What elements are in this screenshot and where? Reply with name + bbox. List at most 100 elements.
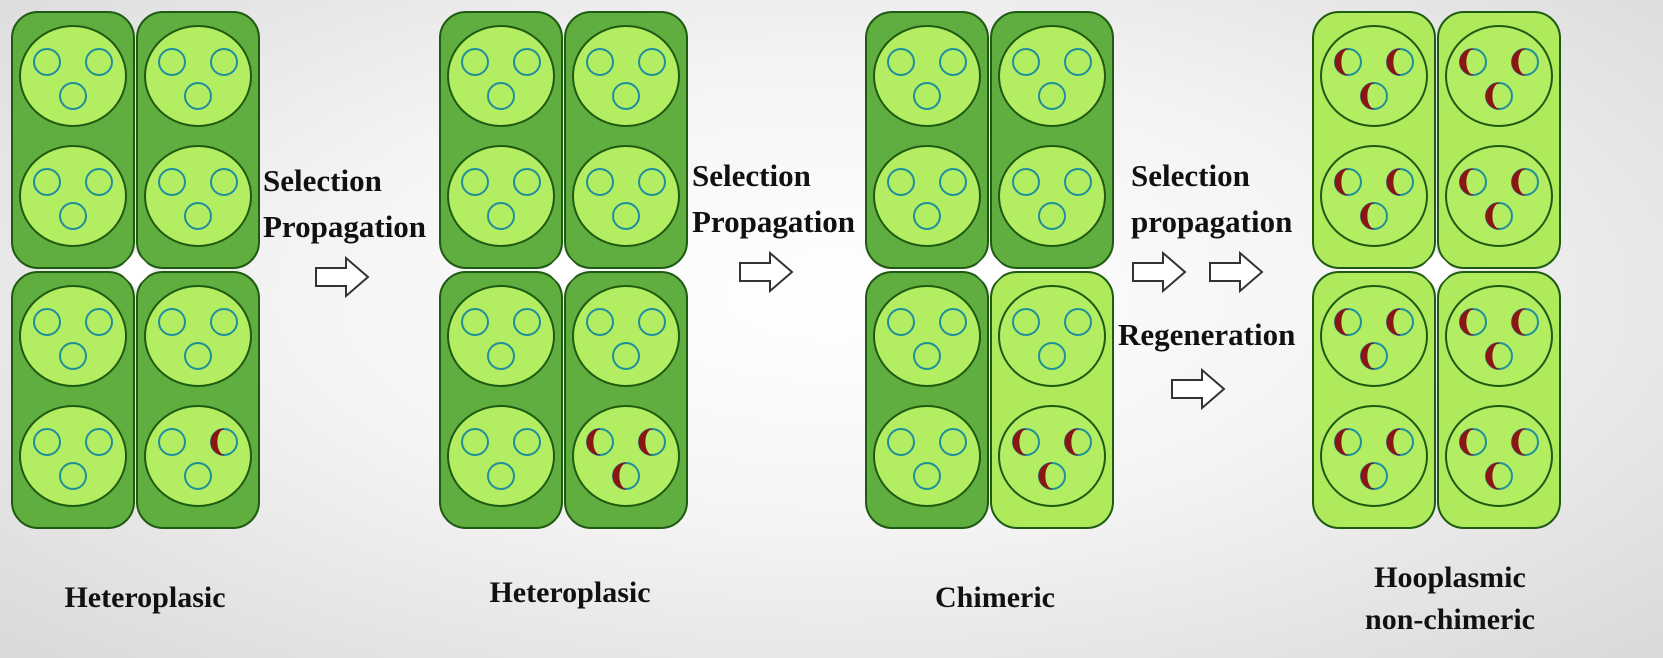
nucleus bbox=[20, 26, 126, 126]
panel-label-homoplasmic-line2: non-chimeric bbox=[1325, 602, 1575, 638]
nucleus-body bbox=[1321, 146, 1427, 246]
nucleus-body bbox=[1446, 146, 1552, 246]
step-1-line-2: Propagation bbox=[263, 204, 426, 250]
nucleus bbox=[573, 26, 679, 126]
nucleus bbox=[999, 286, 1105, 386]
nucleus-body bbox=[573, 406, 679, 506]
nucleus-body bbox=[999, 146, 1105, 246]
panel-label-homoplasmic-line1: Hooplasmic bbox=[1325, 560, 1575, 596]
cell-3-2 bbox=[991, 12, 1113, 268]
nucleus-body bbox=[573, 26, 679, 126]
cell-2-2 bbox=[565, 12, 687, 268]
nucleus-body bbox=[1321, 286, 1427, 386]
nucleus-body bbox=[20, 286, 126, 386]
cell-2-4 bbox=[565, 272, 687, 528]
nucleus-body bbox=[1446, 406, 1552, 506]
nucleus-body bbox=[573, 146, 679, 246]
panel-label-heteroplasic-2: Heteroplasic bbox=[455, 575, 685, 611]
nucleus-body bbox=[999, 406, 1105, 506]
nucleus bbox=[145, 146, 251, 246]
nucleus-body bbox=[145, 286, 251, 386]
cell-3-3 bbox=[866, 272, 988, 528]
nucleus bbox=[20, 146, 126, 246]
nucleus-body bbox=[1321, 26, 1427, 126]
nucleus-body bbox=[573, 286, 679, 386]
panel-label-heteroplasic-1: Heteroplasic bbox=[30, 580, 260, 616]
nucleus bbox=[448, 26, 554, 126]
nucleus-body bbox=[448, 406, 554, 506]
nucleus bbox=[448, 146, 554, 246]
nucleus-body bbox=[1446, 26, 1552, 126]
nucleus bbox=[20, 406, 126, 506]
step-label-1: Selection Propagation bbox=[263, 158, 426, 250]
cell-2-1 bbox=[440, 12, 562, 268]
cell-4-4 bbox=[1438, 272, 1560, 528]
nucleus-body bbox=[999, 26, 1105, 126]
right-arrow-icon bbox=[1133, 253, 1185, 291]
nucleus bbox=[874, 286, 980, 386]
nucleus bbox=[1321, 286, 1427, 386]
step-4-line-1: Regeneration bbox=[1118, 312, 1295, 358]
nucleus bbox=[573, 146, 679, 246]
nucleus bbox=[999, 26, 1105, 126]
step-label-4: Regeneration bbox=[1118, 312, 1295, 358]
panel-label-chimeric: Chimeric bbox=[880, 580, 1110, 616]
cell-1-2 bbox=[137, 12, 259, 268]
right-arrow-icon bbox=[1172, 370, 1224, 408]
nucleus-body bbox=[448, 146, 554, 246]
nucleus bbox=[874, 26, 980, 126]
nucleus-body bbox=[874, 146, 980, 246]
nucleus-body bbox=[145, 146, 251, 246]
nucleus bbox=[448, 286, 554, 386]
nucleus bbox=[1446, 406, 1552, 506]
nucleus-body bbox=[20, 146, 126, 246]
cell-4-2 bbox=[1438, 12, 1560, 268]
step-label-3: Selection propagation bbox=[1131, 153, 1292, 245]
step-3-line-1: Selection bbox=[1131, 153, 1292, 199]
step-label-2: Selection Propagation bbox=[692, 153, 855, 245]
nucleus bbox=[145, 286, 251, 386]
nucleus bbox=[874, 406, 980, 506]
nucleus bbox=[573, 286, 679, 386]
nucleus bbox=[20, 286, 126, 386]
nucleus-body bbox=[448, 286, 554, 386]
nucleus-body bbox=[1446, 286, 1552, 386]
step-2-line-2: Propagation bbox=[692, 199, 855, 245]
panel-2 bbox=[440, 12, 687, 528]
nucleus bbox=[573, 406, 679, 506]
nucleus bbox=[1321, 26, 1427, 126]
nucleus bbox=[448, 406, 554, 506]
step-1-line-1: Selection bbox=[263, 158, 426, 204]
nucleus-body bbox=[1321, 406, 1427, 506]
panel-label-homoplasmic: Hooplasmic non-chimeric bbox=[1325, 560, 1575, 638]
right-arrow-icon bbox=[740, 253, 792, 291]
nucleus bbox=[1321, 146, 1427, 246]
nucleus-body bbox=[145, 406, 251, 506]
step-3-line-2: propagation bbox=[1131, 199, 1292, 245]
step-2-line-1: Selection bbox=[692, 153, 855, 199]
nucleus bbox=[1446, 146, 1552, 246]
nucleus bbox=[999, 406, 1105, 506]
nucleus bbox=[999, 146, 1105, 246]
cell-1-3 bbox=[12, 272, 134, 528]
nucleus-body bbox=[874, 406, 980, 506]
nucleus bbox=[1446, 286, 1552, 386]
right-arrow-icon bbox=[1210, 253, 1262, 291]
nucleus-body bbox=[145, 26, 251, 126]
nucleus-body bbox=[874, 26, 980, 126]
cell-1-4 bbox=[137, 272, 259, 528]
cell-3-4 bbox=[991, 272, 1113, 528]
right-arrow-icon bbox=[316, 258, 368, 296]
cell-4-3 bbox=[1313, 272, 1435, 528]
nucleus-body bbox=[999, 286, 1105, 386]
nucleus bbox=[874, 146, 980, 246]
cell-4-1 bbox=[1313, 12, 1435, 268]
nucleus bbox=[145, 26, 251, 126]
nucleus-body bbox=[20, 26, 126, 126]
nucleus-body bbox=[20, 406, 126, 506]
panel-1 bbox=[12, 12, 259, 528]
cell-2-3 bbox=[440, 272, 562, 528]
nucleus bbox=[145, 406, 251, 506]
nucleus-body bbox=[874, 286, 980, 386]
cell-3-1 bbox=[866, 12, 988, 268]
